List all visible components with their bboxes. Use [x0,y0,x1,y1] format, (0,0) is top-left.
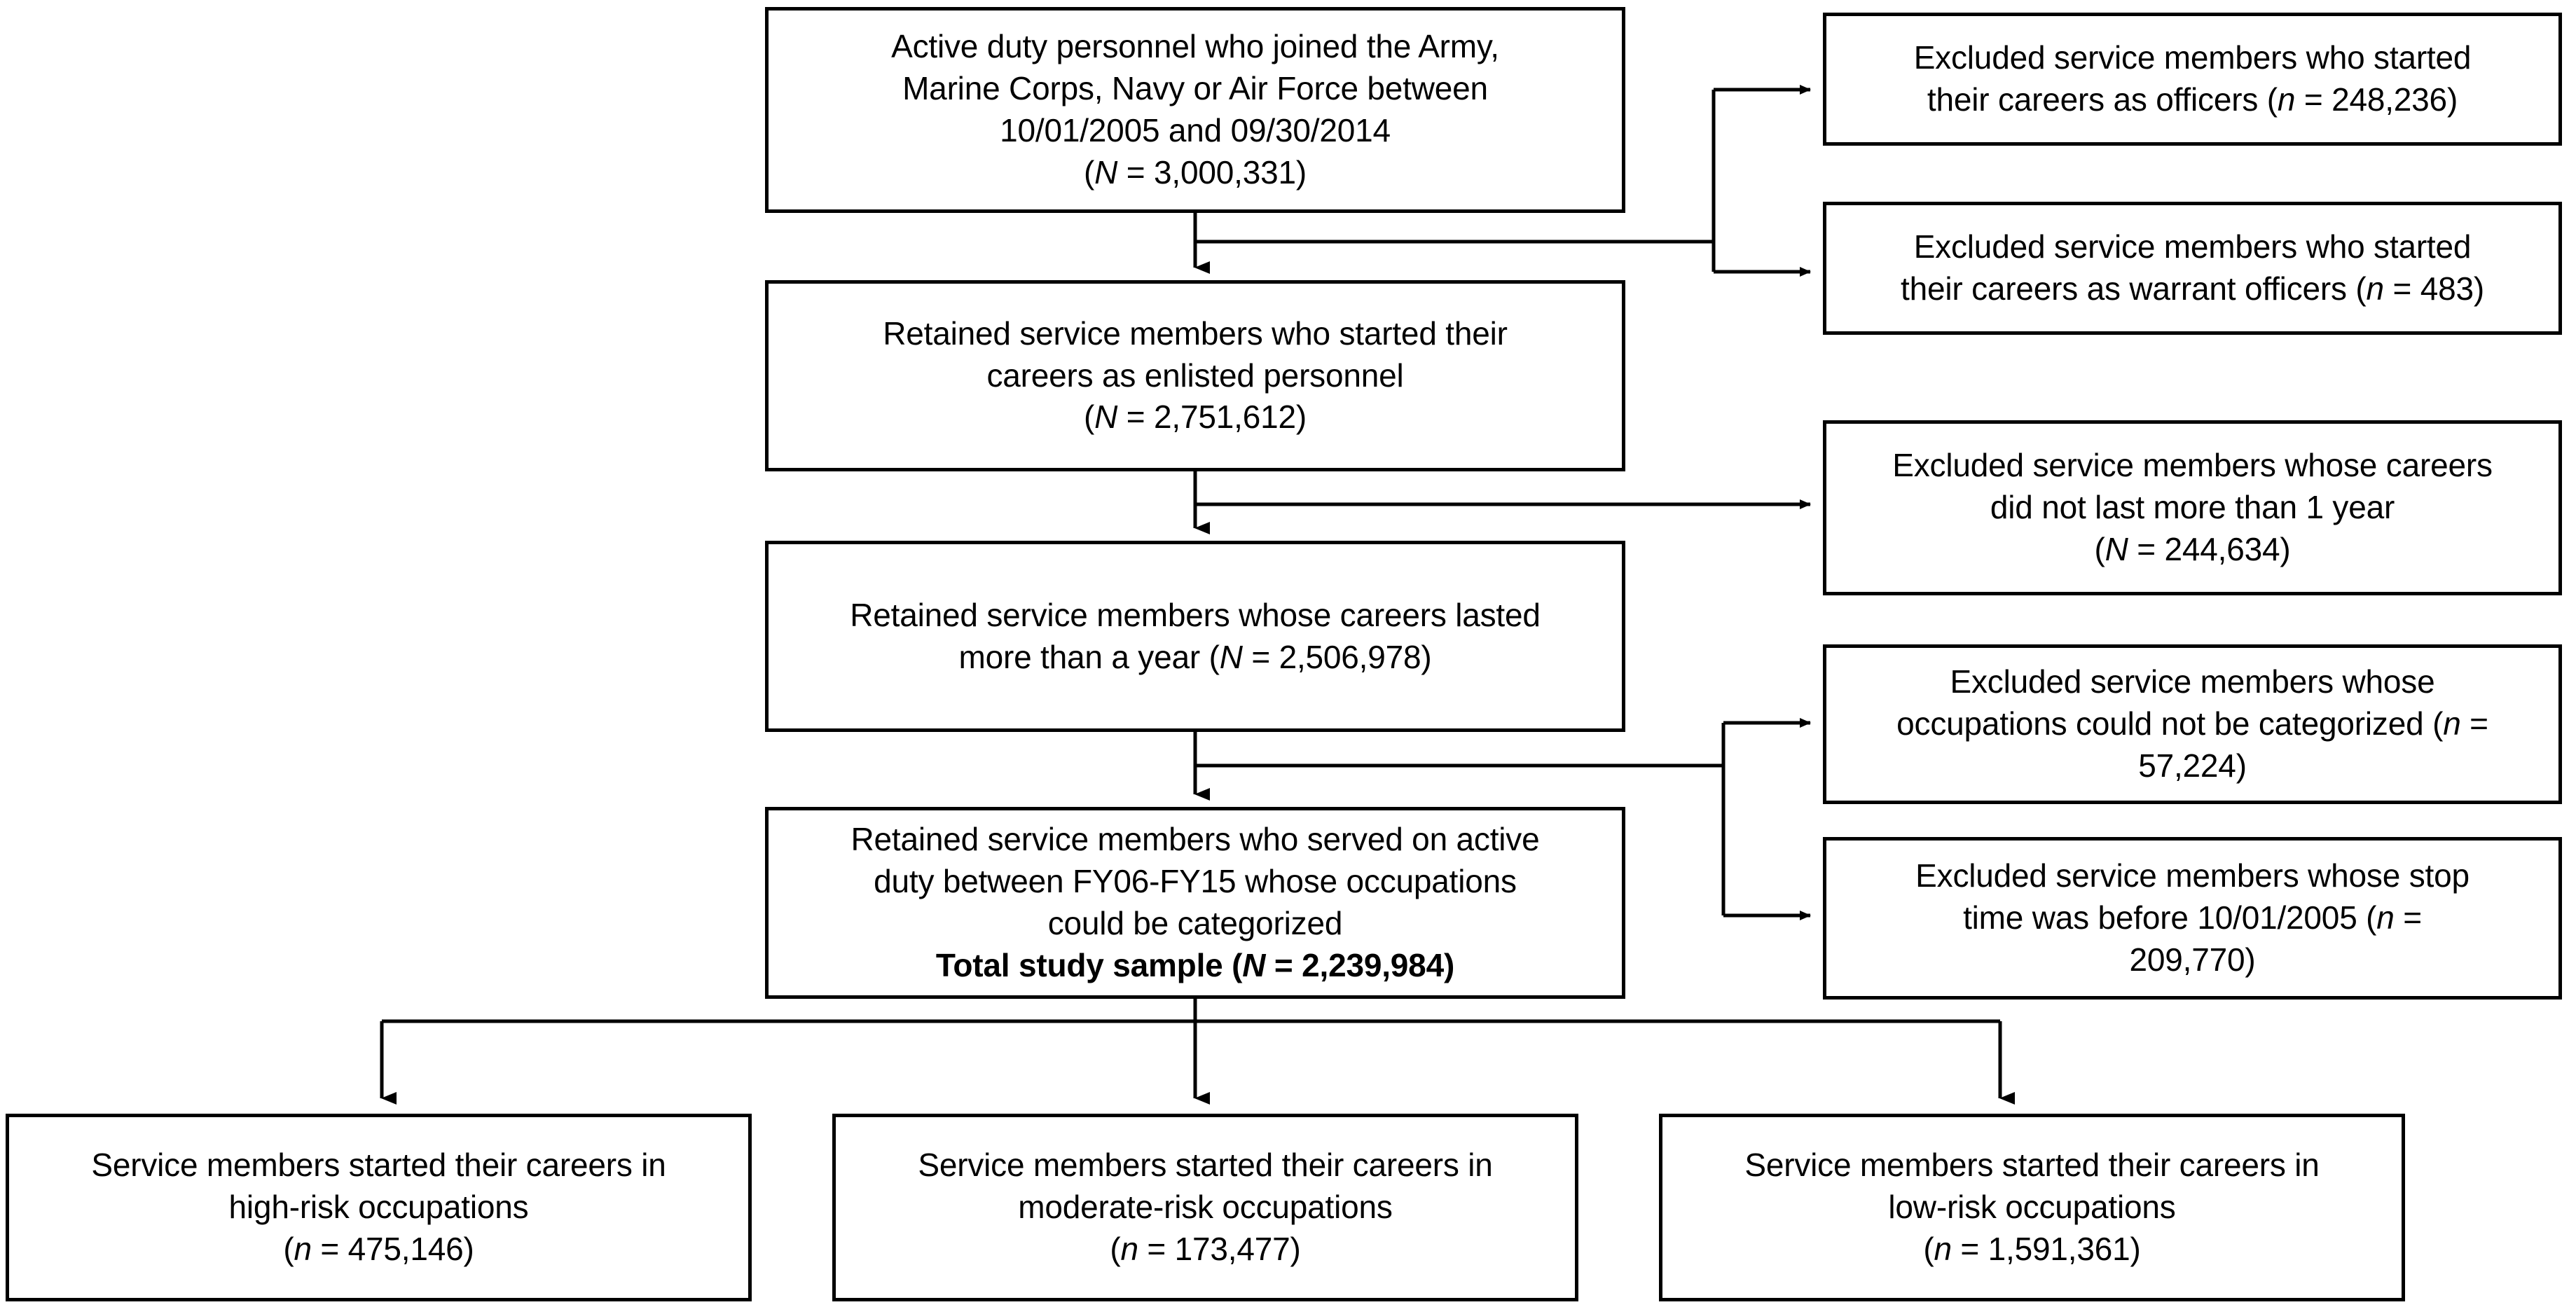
count-symbol: N [1242,946,1266,983]
node-excluded-stop-time: Excluded service members whose stop time… [1823,837,2562,1000]
node-line-1: Service members started their careers in [91,1147,666,1184]
node-line-1: Excluded service members whose careers [1892,447,2493,484]
count-symbol: n [2443,705,2461,742]
count-value: 57,224 [2138,747,2236,784]
count-value: 1,591,361 [1988,1230,2130,1267]
count-value: 248,236 [2332,81,2447,118]
node-line-2: Marine Corps, Navy or Air Force between [902,70,1488,107]
count-symbol: n [2366,270,2385,307]
count-symbol: N [1094,153,1118,191]
count-symbol: n [294,1230,312,1267]
count-value: 483 [2420,270,2474,307]
count-value: 2,239,984 [1302,946,1444,983]
node-line-3: 10/01/2005 and 09/30/2014 [1000,112,1391,148]
node-line-2: more than a year (N = 2,506,978) [958,638,1432,675]
count-value: 3,000,331 [1154,153,1296,191]
node-retained-more-than-year: Retained service members whose careers l… [765,541,1625,732]
count-value: 2,506,978 [1279,638,1421,675]
count-symbol: N [1094,399,1118,436]
node-text: Service members started their careers in… [91,1145,666,1270]
count-value: 475,146 [347,1230,464,1267]
node-line-1: Retained service members who served on a… [850,821,1540,858]
node-text: Retained service members who started the… [883,313,1508,438]
count-value: 173,477 [1174,1230,1290,1267]
node-line-1: Service members started their careers in [1744,1147,2320,1184]
node-text: Service members started their careers in… [918,1145,1492,1270]
count-symbol: N [2105,530,2128,567]
count-symbol: n [2376,899,2395,936]
node-text: Active duty personnel who joined the Arm… [891,26,1499,193]
node-text: Service members started their careers in… [1744,1145,2319,1270]
node-text: Excluded service members whose careers d… [1892,445,2493,570]
node-line-1: Excluded service members whose stop [1915,857,2470,894]
node-line-2: low-risk occupations [1888,1189,2176,1226]
node-line-1: Excluded service members who started [1913,39,2472,76]
node-line-2: did not last more than 1 year [1990,489,2395,526]
node-line-1: Active duty personnel who joined the Arm… [891,28,1499,65]
node-excluded-warrant-officers: Excluded service members who started the… [1823,202,2562,335]
node-line-1: Service members started their careers in [918,1147,1493,1184]
node-low-risk-occupations: Service members started their careers in… [1659,1114,2405,1301]
node-excluded-officers: Excluded service members who started the… [1823,13,2562,146]
node-count-line: (n = 1,591,361) [1923,1230,2141,1267]
node-line-1: Excluded service members whose [1950,663,2435,700]
node-count-line: (n = 173,477) [1110,1230,1301,1267]
node-line-2: high-risk occupations [228,1189,529,1226]
node-text: Retained service members who served on a… [850,819,1539,986]
count-value: 209,770 [2129,941,2245,978]
count-symbol: n [1120,1230,1138,1267]
node-count-line: (N = 244,634) [2094,530,2291,567]
node-line-2: occupations could not be categorized (n … [1896,705,2488,742]
node-line-1: Retained service members whose careers l… [850,596,1541,633]
count-value: 2,751,612 [1154,399,1296,436]
node-line-3: 209,770) [2129,941,2256,978]
node-count-line: (N = 2,751,612) [1084,399,1307,436]
node-line-3: 57,224) [2138,747,2247,784]
count-value: 244,634 [2164,530,2280,567]
node-active-duty-personnel: Active duty personnel who joined the Arm… [765,7,1625,213]
count-symbol: n [1934,1230,1952,1267]
node-line-2: careers as enlisted personnel [986,357,1404,394]
node-line-2: their careers as officers (n = 248,236) [1927,81,2458,118]
node-line-3: could be categorized [1047,905,1343,941]
node-text: Excluded service members who started the… [1914,37,2472,121]
node-text: Excluded service members whose stop time… [1915,855,2470,981]
node-count-line: (N = 3,000,331) [1084,153,1307,191]
count-symbol: n [2277,81,2296,118]
node-text: Excluded service members whose occupatio… [1896,661,2488,787]
node-high-risk-occupations: Service members started their careers in… [6,1114,752,1301]
node-retained-enlisted: Retained service members who started the… [765,280,1625,471]
node-total-study-sample: Retained service members who served on a… [765,807,1625,999]
node-count-line: (n = 475,146) [283,1230,474,1267]
node-text: Retained service members whose careers l… [850,595,1541,679]
node-line-2: time was before 10/01/2005 (n = [1963,899,2422,936]
node-line-1: Retained service members who started the… [883,314,1508,352]
node-line-2: duty between FY06-FY15 whose occupations [874,863,1517,900]
node-text: Excluded service members who started the… [1901,226,2484,310]
count-symbol: N [1219,638,1243,675]
node-excluded-short-career: Excluded service members whose careers d… [1823,420,2562,595]
node-line-1: Excluded service members who started [1913,228,2472,265]
node-total-sample-line: Total study sample (N = 2,239,984) [935,946,1455,983]
node-excluded-uncategorized-occupations: Excluded service members whose occupatio… [1823,644,2562,804]
node-moderate-risk-occupations: Service members started their careers in… [832,1114,1578,1301]
node-line-2: their careers as warrant officers (n = 4… [1901,270,2484,307]
node-line-2: moderate-risk occupations [1018,1189,1393,1226]
